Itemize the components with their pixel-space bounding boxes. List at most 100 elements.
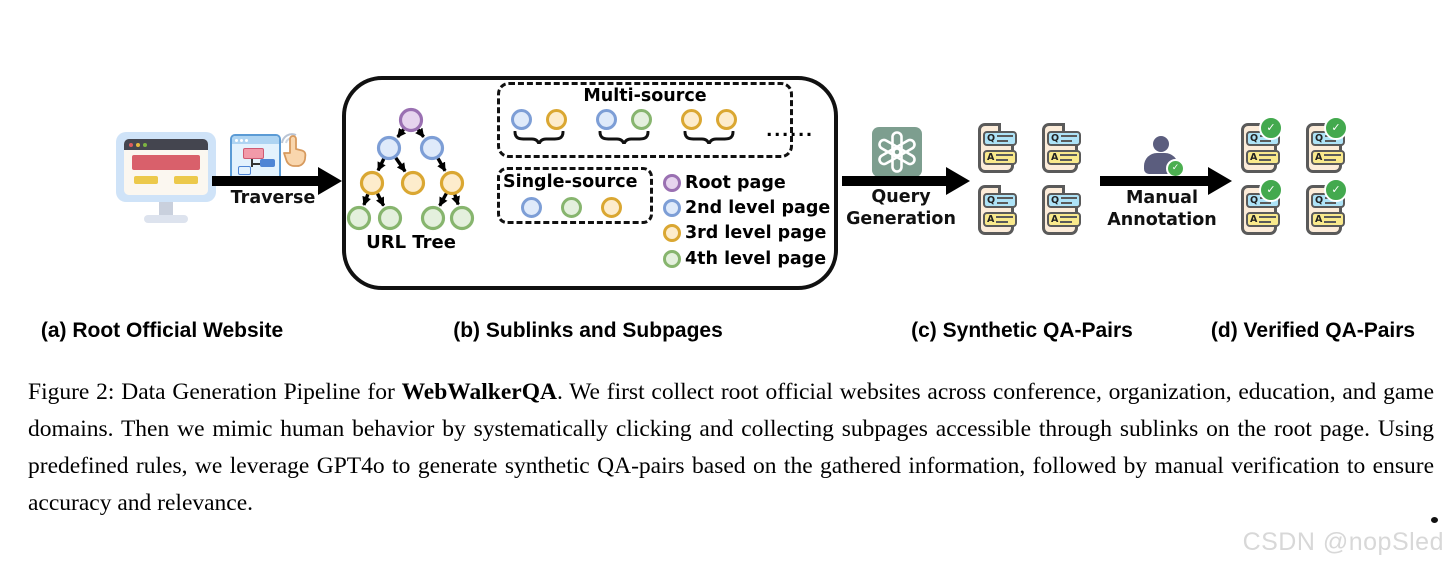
watermark: CSDN @nopSled bbox=[1242, 528, 1444, 556]
monitor-base bbox=[144, 215, 188, 223]
sitemap-root-node bbox=[243, 148, 264, 159]
answer-badge: A bbox=[1047, 212, 1081, 227]
figure-caption: Figure 2: Data Generation Pipeline for W… bbox=[28, 374, 1434, 522]
check-icon: ✓ bbox=[1259, 116, 1283, 140]
tree-node-l2 bbox=[376, 135, 402, 161]
page-node-3rd bbox=[681, 109, 702, 130]
query-generation-arrow bbox=[842, 167, 970, 195]
gpt-icon bbox=[872, 127, 922, 177]
page-node-4th bbox=[561, 197, 582, 218]
answer-badge: A bbox=[1311, 150, 1345, 165]
tree-node-l2 bbox=[419, 135, 445, 161]
query-generation-label-line1: Query bbox=[871, 187, 931, 207]
page-node-2nd bbox=[521, 197, 542, 218]
tree-node-l4 bbox=[377, 205, 403, 231]
monitor-neck bbox=[159, 202, 173, 215]
sitemap-child-node bbox=[238, 166, 251, 175]
sitemap-click-icon bbox=[230, 131, 312, 181]
question-badge: Q bbox=[1047, 193, 1081, 208]
page-node-3rd bbox=[546, 109, 567, 130]
stage-caption-a: (a) Root Official Website bbox=[40, 319, 284, 342]
caption-body: . We first collect root official website… bbox=[28, 379, 1434, 516]
multi-source-title: Multi-source bbox=[583, 86, 707, 106]
sublinks-subpages-box: URL Tree Multi-source bbox=[342, 76, 838, 290]
ink-speck bbox=[1431, 517, 1438, 523]
single-source-title: Single-source bbox=[503, 172, 638, 192]
page-node-4th bbox=[631, 109, 652, 130]
answer-badge: A bbox=[1311, 212, 1345, 227]
stage-caption-d: (d) Verified QA-Pairs bbox=[1210, 319, 1416, 342]
tree-node-l4 bbox=[346, 205, 372, 231]
qa-document: Q A bbox=[978, 123, 1017, 173]
answer-badge: A bbox=[1246, 150, 1280, 165]
check-icon: ✓ bbox=[1324, 178, 1348, 202]
verified-qa-document: Q A ✓ bbox=[1241, 178, 1283, 235]
qa-document: Q A bbox=[1042, 185, 1081, 235]
page-node-3rd bbox=[716, 109, 737, 130]
openai-logo-icon bbox=[878, 131, 916, 173]
answer-badge: A bbox=[983, 212, 1017, 227]
root-page-swatch bbox=[663, 173, 681, 192]
answer-badge: A bbox=[1246, 212, 1280, 227]
verified-qa-document: Q A ✓ bbox=[1306, 116, 1348, 173]
single-source-box: Single-source bbox=[497, 167, 653, 224]
manual-annotation-label-line1: Manual bbox=[1126, 188, 1198, 208]
url-tree-label: URL Tree bbox=[366, 232, 456, 253]
qa-document: Q A bbox=[1042, 123, 1081, 173]
browser-window bbox=[124, 139, 208, 195]
browser-titlebar bbox=[124, 139, 208, 150]
sitemap-window bbox=[230, 134, 281, 181]
source-pair bbox=[681, 109, 737, 144]
monitor-screen bbox=[116, 132, 216, 202]
tree-node-l4 bbox=[420, 205, 446, 231]
tree-node-l3 bbox=[439, 170, 465, 196]
click-hand-icon bbox=[281, 133, 307, 167]
manual-annotation-label-line2: Annotation bbox=[1107, 210, 1217, 230]
person-head bbox=[1153, 136, 1169, 152]
caption-bold-title: WebWalkerQA bbox=[401, 379, 557, 405]
multi-source-box: Multi-source bbox=[497, 82, 812, 158]
source-pair bbox=[511, 109, 567, 144]
tree-node-root bbox=[398, 107, 424, 133]
question-badge: Q bbox=[983, 193, 1017, 208]
legend-item-4th: 4th level page bbox=[663, 246, 830, 271]
query-generation-label-line2: Generation bbox=[846, 209, 956, 229]
traverse-label: Traverse bbox=[230, 188, 316, 208]
page-node-2nd bbox=[511, 109, 532, 130]
url-tree-graph bbox=[346, 107, 475, 231]
answer-badge: A bbox=[1047, 150, 1081, 165]
question-badge: Q bbox=[1047, 131, 1081, 146]
tree-node-l3 bbox=[359, 170, 385, 196]
tree-node-l4 bbox=[449, 205, 475, 231]
verified-qa-document: Q A ✓ bbox=[1306, 178, 1348, 235]
node-legend: Root page 2nd level page 3rd level page … bbox=[663, 170, 830, 271]
tree-node-l3 bbox=[400, 170, 426, 196]
source-pair bbox=[596, 109, 652, 144]
stage-caption-b: (b) Sublinks and Subpages bbox=[453, 319, 723, 342]
check-icon: ✓ bbox=[1324, 116, 1348, 140]
sitemap-child-node bbox=[260, 159, 275, 167]
third-level-swatch bbox=[663, 224, 681, 243]
caption-prefix: Figure 2: Data Generation Pipeline for bbox=[28, 379, 402, 405]
traverse-arrow bbox=[212, 167, 342, 195]
question-badge: Q bbox=[983, 131, 1017, 146]
check-icon: ✓ bbox=[1259, 178, 1283, 202]
manual-annotation-arrow bbox=[1100, 167, 1232, 195]
legend-item-root: Root page bbox=[663, 170, 830, 195]
page-buttons bbox=[134, 176, 198, 184]
legend-item-3rd: 3rd level page bbox=[663, 221, 830, 246]
brace-icon bbox=[683, 131, 735, 144]
brace-icon bbox=[598, 131, 650, 144]
ellipsis-dots: ...... bbox=[766, 121, 814, 141]
page-node-2nd bbox=[596, 109, 617, 130]
answer-badge: A bbox=[983, 150, 1017, 165]
legend-item-2nd: 2nd level page bbox=[663, 195, 830, 220]
fourth-level-swatch bbox=[663, 249, 681, 268]
stage-caption-c: (c) Synthetic QA-Pairs bbox=[911, 319, 1133, 342]
page-banner bbox=[132, 155, 200, 170]
red-dot-icon bbox=[129, 142, 133, 147]
sitemap-titlebar bbox=[232, 136, 279, 144]
verified-qa-document: Q A ✓ bbox=[1241, 116, 1283, 173]
brace-icon bbox=[513, 131, 565, 144]
